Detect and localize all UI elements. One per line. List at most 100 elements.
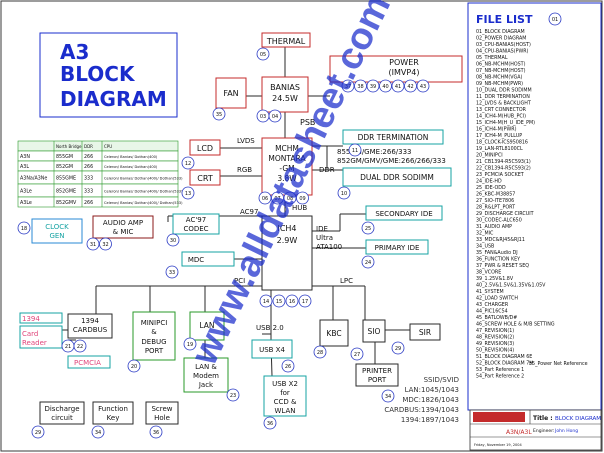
page-ref-number: 12 (185, 161, 191, 167)
table-cell: 855GME (56, 176, 76, 182)
thermal-block: THERMAL (261, 32, 311, 48)
power-sub: (IMVP4) (389, 68, 420, 77)
ac97-label: AC97 (240, 208, 258, 216)
ieee1394-label: 1394 (22, 315, 40, 323)
page-ref-circle (271, 191, 284, 205)
ac97-codec-sub: CODEC (183, 225, 208, 233)
crt-label: CRT (197, 174, 213, 183)
page-ref-circle (212, 107, 226, 121)
ssid-line-2: LAN:1045/1043 (405, 386, 459, 394)
page-ref-circle (127, 359, 141, 373)
file-list-item: 17_ICH4-M_PULLUP (476, 133, 522, 139)
file-list-item: 38_VCORE (476, 270, 501, 276)
printer-label: PRINTER (362, 367, 392, 375)
sir-label: SIR (419, 328, 431, 337)
file-list-item: 01_BLOCK DIAGRAM (476, 29, 525, 35)
engineer-value: John Hong (554, 428, 578, 434)
title-line2: BLOCK (60, 62, 136, 86)
page-ref-circle (416, 79, 430, 93)
table-cell: Celeron/ Banias/ Dothan(400)/ Dothan(533… (104, 190, 183, 194)
lan-jack-modem: Modem (193, 372, 219, 380)
pci-label: PCI (234, 277, 245, 285)
mchm-gm: -GM (279, 164, 294, 173)
date-value: Friday, November 19, 2004 (474, 443, 523, 447)
usb-x2-for: for (280, 389, 290, 397)
table-cell: Celeron/ Banias/ Dothan(400)/ Dothan(533… (104, 177, 183, 181)
page-ref-number: 29 (395, 346, 401, 352)
ide-ultra: Ultra (316, 234, 333, 242)
file-list-item: 52_BLOCK DIAGRAM 7H (476, 361, 533, 367)
table-cell: 852GMV (56, 200, 77, 206)
power-block: POWER (IMVP4) (329, 55, 463, 83)
banias-power: 24.5W (272, 94, 298, 103)
ssid-line-3: MDC:1826/1043 (402, 396, 459, 404)
cardbus-label: 1394 (81, 317, 99, 325)
page-ref-circle (391, 79, 405, 93)
table-cell: Celeron/ Banias/ Dothan(400) (104, 165, 158, 169)
fan-block: FAN (215, 77, 247, 109)
page-ref-circle (181, 156, 195, 170)
page-ref-circle (272, 294, 286, 308)
table-cell: 266 (84, 164, 93, 170)
primary-ide-block: PRIMARY IDE (365, 239, 429, 255)
hub-label: HUB (292, 204, 307, 212)
usb-x2-wlan: WLAN (274, 407, 295, 415)
table-cell: 333 (84, 189, 93, 195)
title-block-label: Title : (533, 415, 553, 422)
page-ref-number: 03 (260, 114, 266, 120)
file-list-item: 26_KBC-M38857 (476, 192, 515, 198)
ide-label: IDE (316, 225, 328, 233)
minipci-debug: DEBUG (141, 338, 166, 346)
page-ref-number: 37 (345, 84, 351, 90)
kbc-label: KBC (326, 329, 341, 338)
file-list-item: 21_CB1394-R5C593(1) (476, 159, 531, 165)
page-ref-number: 23 (230, 393, 236, 399)
ac97-codec-block: AC'97 CODEC (172, 213, 220, 235)
file-list-item: 48_REVISION(2) (476, 335, 514, 341)
screw-hole-label: Screw (151, 405, 172, 413)
printer-port: PORT (368, 376, 387, 384)
page-ref-number: 01 (552, 17, 558, 23)
page-ref-circle (166, 233, 180, 247)
page-ref-circle (548, 12, 562, 26)
banias-label: BANIAS (270, 83, 300, 92)
page-ref-circle (258, 191, 272, 205)
usb-x2-label: USB X2 (272, 380, 298, 388)
table-cell: A3Le (20, 200, 32, 206)
file-list-item: 40_2.5V&1.5V&1.35V&1.05V (476, 283, 546, 289)
ac97-codec-label: AC'97 (186, 216, 206, 224)
file-list-item: 54_Part Reference 2 (476, 374, 524, 380)
file-list-item: 13_CRT CONNECTOR (476, 107, 527, 113)
ddr-spec-2: 852GM/GMV/GME:266/266/333 (337, 157, 446, 165)
sir-block: SIR (409, 323, 441, 341)
mchm-power: 3.8W (277, 174, 297, 183)
page-ref-number: 07 (274, 196, 280, 202)
table-cell: 333 (84, 176, 93, 182)
ssid-line-4: CARDBUS:1394/1043 (384, 406, 459, 414)
page-ref-circle (296, 191, 309, 205)
page-ref-number: 09 (299, 196, 305, 202)
table-header-cell: DDR (84, 144, 93, 149)
page-ref-circle (31, 425, 45, 439)
cardbus-block: 1394 CARDBUS (67, 313, 113, 339)
kbc-block: KBC (319, 319, 349, 347)
ich4-label: ICH4 (277, 224, 296, 233)
lan-jack-label: LAN & (195, 363, 217, 371)
page-ref-circle (86, 237, 100, 251)
file-list-item: 30_CODEC-ALC650 (476, 218, 522, 224)
page-ref-circle (361, 255, 375, 269)
file-list-item: 33_MDC&RJ45&RJ11 (476, 237, 525, 243)
audio-amp-label: AUDIO AMP (103, 219, 143, 227)
page-ref-number: 40 (382, 84, 388, 90)
thermal-label: THERMAL (266, 37, 306, 46)
lan-block: LAN (189, 311, 225, 341)
table-cell: A3Le (20, 189, 32, 195)
file-list-item: 14_ICH4-M(HUB_PCI) (476, 114, 526, 120)
page-ref-circle (381, 389, 395, 403)
file-list-note: 55_Power Net Reference (529, 361, 588, 367)
file-list-item: 45_BATLOWB/D# (476, 315, 517, 321)
crt-block: CRT (189, 169, 221, 186)
